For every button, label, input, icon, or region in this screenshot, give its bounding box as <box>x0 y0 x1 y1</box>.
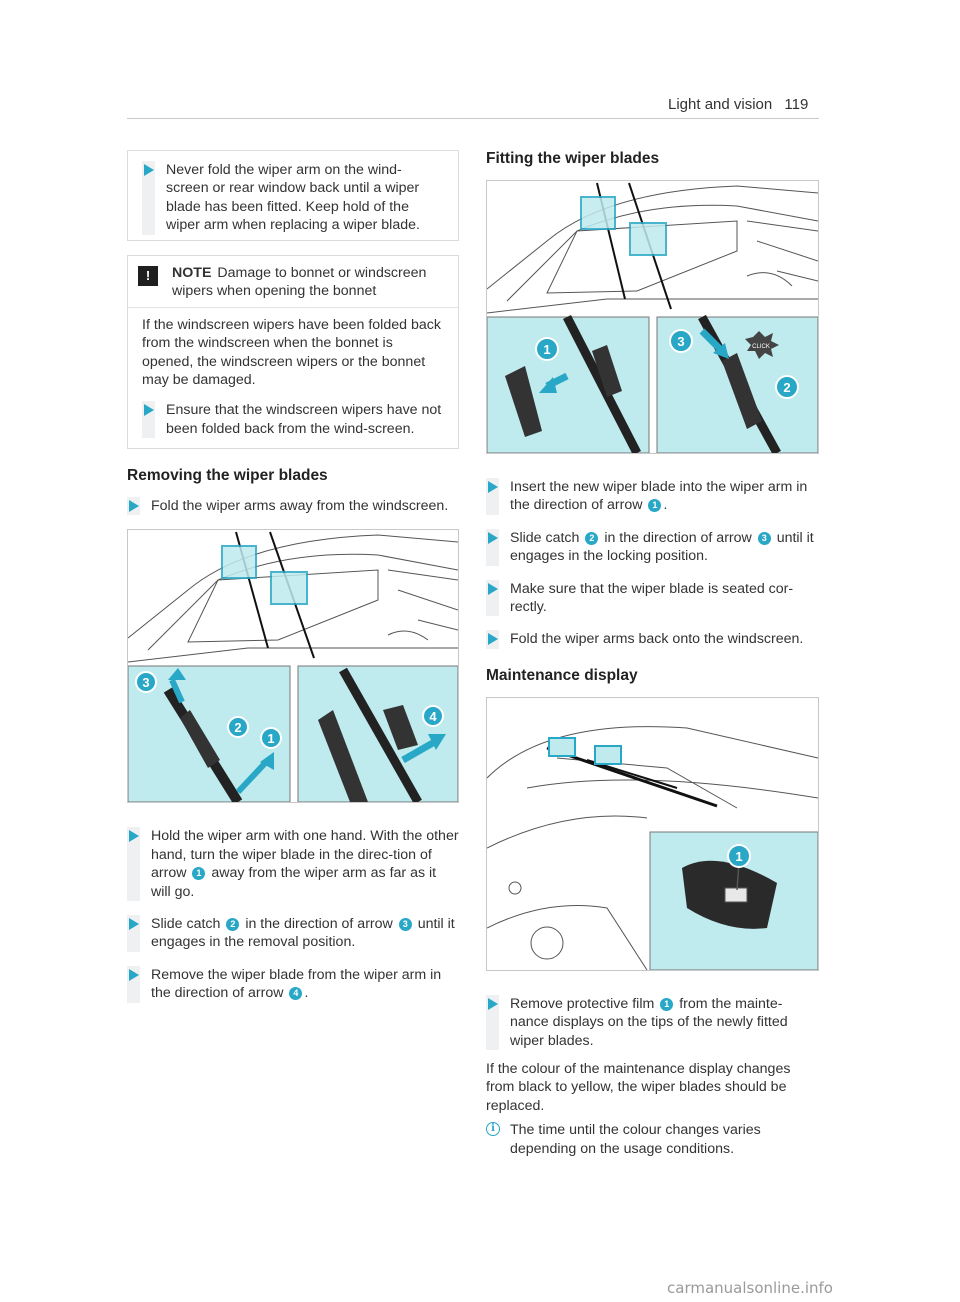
note-body: If the windscreen wipers have been folde… <box>128 308 458 439</box>
maintenance-heading: Maintenance display <box>486 666 638 684</box>
right-column: Fitting the wiper blades <box>486 150 819 1158</box>
step-arrow-icon <box>144 404 154 417</box>
removing-step-3: Remove the wiper blade from the wiper ar… <box>127 965 459 1003</box>
exclamation-icon: ! <box>138 266 158 286</box>
fitting-step-2: Slide catch 2 in the direction of arrow … <box>486 528 818 566</box>
removing-step-0: Fold the wiper arms away from the windsc… <box>127 497 459 516</box>
figure-maintenance-display: 1 <box>486 696 819 971</box>
step-arrow-icon <box>488 582 498 595</box>
page-number: 119 <box>784 96 809 113</box>
step-arrow-icon <box>129 918 139 931</box>
fig-label-1: 1 <box>735 849 742 864</box>
callout-1-badge: 1 <box>192 866 206 880</box>
warning-box: Never fold the wiper arm on the wind-scr… <box>127 150 459 241</box>
callout-3-badge: 3 <box>398 917 412 931</box>
callout-2-badge: 2 <box>585 531 599 545</box>
fig-label-3: 3 <box>677 334 684 349</box>
header-rule <box>127 118 819 119</box>
fitting-step-4: Fold the wiper arms back onto the windsc… <box>486 630 818 649</box>
figure-removing-wiper: 3 2 1 4 <box>127 529 459 804</box>
fig-label-1: 1 <box>543 342 550 357</box>
fitting-step-3: Make sure that the wiper blade is seated… <box>486 579 818 617</box>
fig-label-1: 1 <box>267 731 274 746</box>
callout-3-badge: 3 <box>757 531 771 545</box>
maintenance-step-1: Remove protective film 1 from the mainte… <box>486 994 818 1051</box>
step-arrow-icon <box>144 164 154 176</box>
step-arrow-icon <box>129 968 139 981</box>
watermark: carmanualsonline.info <box>667 1279 833 1297</box>
removing-step-1: Hold the wiper arm with one hand. With t… <box>127 827 459 902</box>
step-arrow-icon <box>488 481 498 493</box>
callout-4-badge: 4 <box>289 986 303 1000</box>
fitting-step-1: Insert the new wiper blade into the wipe… <box>486 478 818 515</box>
callout-1-badge: 1 <box>648 499 662 513</box>
figure-fitting-wiper: CLICK 1 3 2 <box>486 180 819 454</box>
left-column: Never fold the wiper arm on the wind-scr… <box>127 150 459 1017</box>
fitting-heading: Fitting the wiper blades <box>486 150 660 167</box>
step-arrow-icon <box>488 633 498 646</box>
info-note: i The time until the colour changes vari… <box>486 1121 818 1158</box>
page-header: Light and vision 119 <box>668 96 808 113</box>
removing-heading: Removing the wiper blades <box>127 467 328 484</box>
callout-2-badge: 2 <box>226 917 240 931</box>
maintenance-paragraph: If the colour of the maintenance display… <box>486 1061 791 1114</box>
fig-label-4: 4 <box>429 709 437 724</box>
note-paragraph: If the windscreen wipers have been folde… <box>142 316 441 389</box>
info-icon: i <box>486 1122 500 1137</box>
step-arrow-icon <box>488 531 498 544</box>
warning-step: Never fold the wiper arm on the wind-scr… <box>142 161 444 235</box>
fig-label-2: 2 <box>783 380 790 395</box>
fig-label-3: 3 <box>142 675 149 690</box>
note-label: NOTE <box>172 265 212 281</box>
note-title: Damage to bonnet or windscreen wipers wh… <box>172 265 427 300</box>
step-arrow-icon <box>488 997 498 1010</box>
step-arrow-icon <box>129 500 139 512</box>
note-step: Ensure that the windscreen wipers have n… <box>142 401 444 439</box>
step-arrow-icon <box>129 830 139 843</box>
section-title: Light and vision <box>668 96 773 113</box>
callout-1-badge: 1 <box>660 997 674 1011</box>
fig-label-2: 2 <box>234 720 241 735</box>
fig-click-label: CLICK <box>752 344 770 350</box>
removing-step-2: Slide catch 2 in the direction of arrow … <box>127 915 459 952</box>
